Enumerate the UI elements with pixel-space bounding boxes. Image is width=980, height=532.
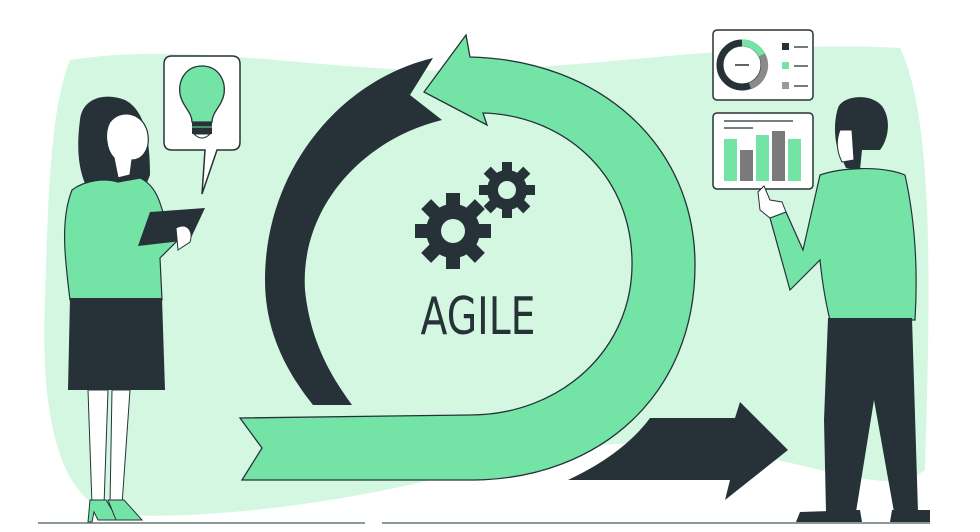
gears-icon (415, 162, 535, 269)
agile-title: AGILE (421, 287, 536, 347)
woman-figure (63, 96, 205, 523)
lightbulb-bubble (163, 55, 241, 195)
background-blob (44, 46, 929, 516)
man-figure (757, 97, 930, 522)
bar-chart-card (712, 112, 814, 190)
green-cycle-arrow[interactable] (238, 33, 696, 481)
dark-cycle-arc (265, 58, 442, 405)
donut-chart-card (712, 29, 814, 101)
lightbulb-icon (179, 65, 225, 139)
forward-arrow[interactable] (568, 402, 788, 500)
